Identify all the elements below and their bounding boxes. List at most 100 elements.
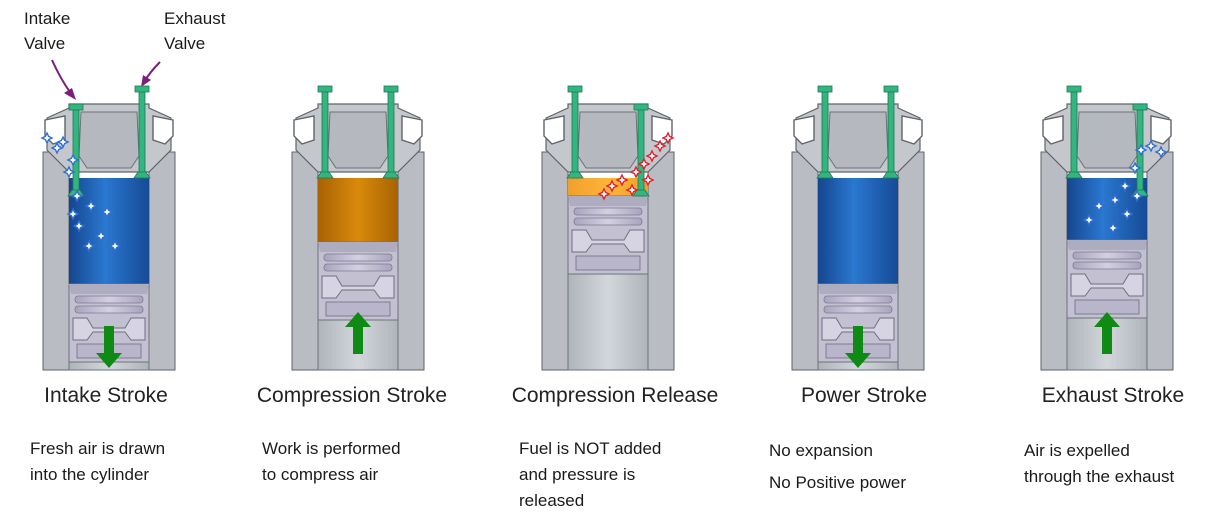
piston-pin-boss <box>1074 299 1140 315</box>
intake-valve-cap <box>1066 85 1082 93</box>
air-particle-icon <box>1128 161 1142 175</box>
air-particle-icon <box>615 173 629 187</box>
exhaust-port <box>401 115 423 145</box>
piston-crown-edge <box>1067 240 1147 250</box>
stage-desc-intake: Fresh air is drawn into the cylinder <box>30 436 165 488</box>
intake-valve-cap <box>817 85 833 93</box>
air-particle-icon <box>70 189 84 203</box>
piston-crown-edge <box>818 284 898 294</box>
engine-cross-section <box>541 85 675 371</box>
exhaust-valve-stem <box>387 89 395 179</box>
cylinder-wall-left <box>291 151 319 371</box>
exhaust-valve-cap <box>383 85 399 93</box>
air-particle-icon <box>50 141 64 155</box>
stage-desc-line: through the exhaust <box>1024 467 1175 486</box>
stage-desc-line: released <box>519 491 585 510</box>
air-particle-icon <box>637 157 651 171</box>
exhaust-valve-stem <box>637 107 645 197</box>
stage-desc-line: to compress air <box>262 465 379 484</box>
intake-valve-cap <box>317 85 333 93</box>
piston-skirt <box>321 275 395 299</box>
cylinder-wall-right <box>1146 151 1174 371</box>
intake-port <box>543 115 565 145</box>
exhaust-valve-head <box>382 171 400 179</box>
stage-desc-line: into the cylinder <box>30 465 150 484</box>
piston-ring <box>573 207 643 216</box>
piston-rod <box>567 273 649 371</box>
air-particle-icon <box>645 149 659 163</box>
exhaust-port <box>1150 115 1172 145</box>
intake-valve-stem <box>321 89 329 179</box>
air-particle-icon <box>84 199 98 213</box>
cylinder-wall-left <box>1040 151 1068 371</box>
intake-valve-stem <box>821 89 829 179</box>
air-particle-icon <box>66 153 80 167</box>
stage-desc-line: and pressure is <box>519 465 636 484</box>
air-particle-icon <box>82 239 96 253</box>
stage-title-intake: Intake Stroke <box>44 384 168 407</box>
air-particle-icon <box>1144 139 1158 153</box>
piston-skirt <box>571 229 645 253</box>
stage-desc-line: No Positive power <box>769 473 907 492</box>
intake-valve-cap <box>567 85 583 93</box>
intake-valve-head <box>816 171 834 179</box>
intake-valve-cap <box>68 103 84 111</box>
intake-port <box>1042 115 1064 145</box>
exhaust-valve-stem <box>887 89 895 179</box>
exhaust-valve-label-line1: Exhaust <box>164 9 226 28</box>
piston-ring <box>573 217 643 226</box>
intake-valve-stem <box>72 107 80 197</box>
air-particle-icon <box>72 219 86 233</box>
engine-cross-section <box>291 85 425 371</box>
piston-crown-edge <box>69 284 149 294</box>
cylinder-wall-right <box>647 151 675 371</box>
air-particle-icon <box>597 187 611 201</box>
air-particle-icon <box>1154 145 1168 159</box>
air-particle-icon <box>1118 179 1132 193</box>
stage-title-exhaust: Exhaust Stroke <box>1041 384 1185 407</box>
air-particle-icon <box>661 131 675 145</box>
stage-desc-line: Work is performed <box>262 439 401 458</box>
cylinder-wall-right <box>897 151 925 371</box>
piston-ring <box>74 305 144 314</box>
air-particle-icon <box>629 165 643 179</box>
cylinder-wall-right <box>397 151 425 371</box>
piston-up-arrow-icon <box>345 312 371 354</box>
cylinder-gas <box>818 178 898 284</box>
combustion-dome <box>1076 111 1138 169</box>
piston-down-arrow-icon <box>96 326 122 368</box>
exhaust-valve-stem <box>138 89 146 179</box>
piston-ring <box>323 253 393 262</box>
piston-up-arrow-icon <box>1094 312 1120 354</box>
air-particle-icon <box>56 135 70 149</box>
exhaust-valve-label-line2: Valve <box>164 34 206 53</box>
piston-ring <box>1072 251 1142 260</box>
cylinder-wall-right <box>148 151 176 371</box>
intake-valve-stem <box>571 89 579 179</box>
combustion-dome <box>327 111 389 169</box>
cylinder-gas <box>1067 178 1147 240</box>
exhaust-valve-callout: Exhaust Valve <box>164 6 225 56</box>
air-particle-icon <box>1082 213 1096 227</box>
air-particle-icon <box>108 239 122 253</box>
air-particle-icon <box>1120 207 1134 221</box>
exhaust-valve-cap <box>134 85 150 93</box>
stage-desc-line: Fresh air is drawn <box>30 439 166 458</box>
piston-ring <box>823 295 893 304</box>
exhaust-port <box>152 115 174 145</box>
stage-desc-power: No expansion No Positive power <box>769 438 906 496</box>
combustion-dome <box>78 111 140 169</box>
stage-title-power: Power Stroke <box>800 384 928 407</box>
stage-desc-compression-release: Fuel is NOT added and pressure is releas… <box>519 436 661 514</box>
engine-cross-section <box>791 85 925 371</box>
exhaust-pointer-arrowhead <box>141 75 151 87</box>
exhaust-valve-cap <box>1132 103 1148 111</box>
exhaust-valve-head <box>632 189 650 197</box>
piston-ring <box>74 295 144 304</box>
stage-desc-compression: Work is performed to compress air <box>262 436 401 488</box>
piston-ring <box>823 305 893 314</box>
stage-desc-line: No expansion <box>769 441 873 460</box>
air-particle-icon <box>40 131 54 145</box>
intake-valve-head <box>1065 171 1083 179</box>
